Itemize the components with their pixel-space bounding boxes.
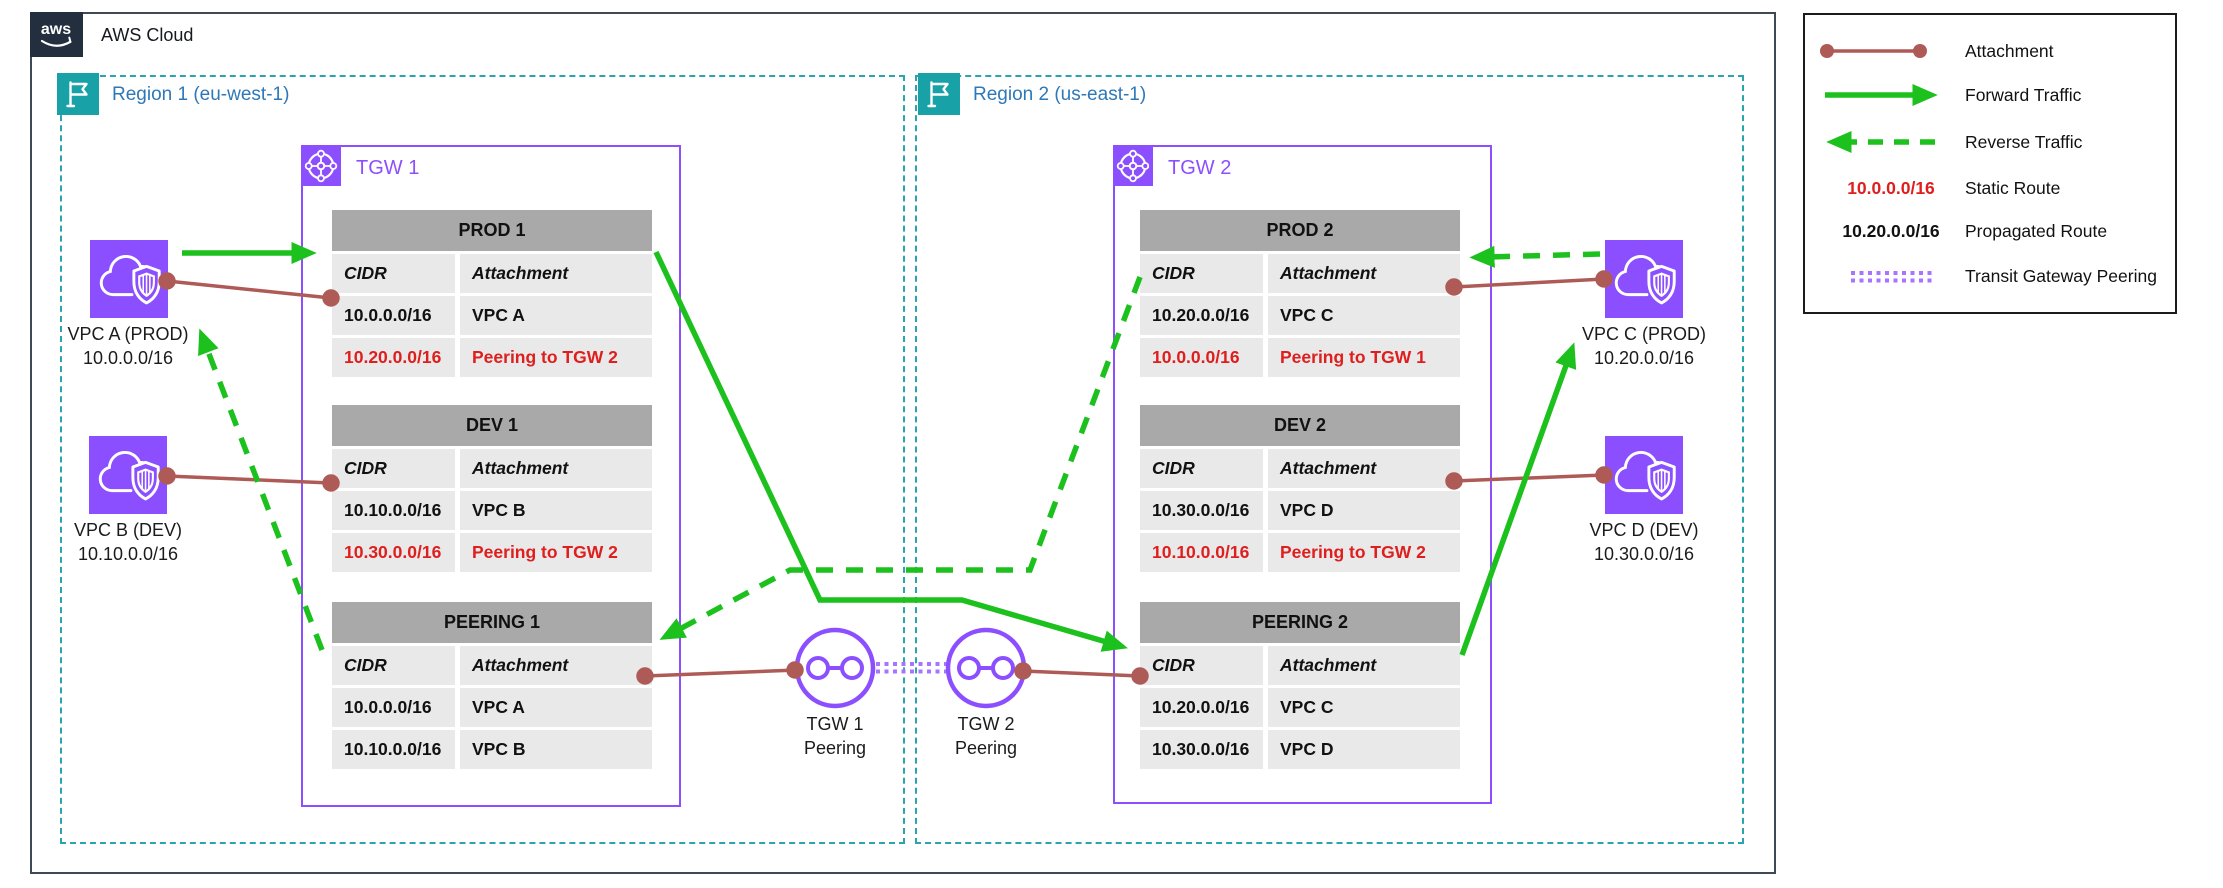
legend-row-reverse: Reverse Traffic (1817, 117, 2175, 167)
route-table-dev-2: DEV 2 CIDR Attachment 10.30.0.0/16 VPC D… (1140, 405, 1460, 572)
cell-cidr-static: 10.10.0.0/16 (1140, 533, 1263, 572)
col-header-attachment: Attachment (460, 449, 652, 488)
tgw-peering-dotted-icon (1817, 261, 1965, 291)
region-2-label: Region 2 (us-east-1) (973, 84, 1147, 105)
tgw-2-label: TGW 2 (1168, 157, 1232, 179)
cell-attachment: VPC D (1268, 491, 1460, 530)
region-1-label: Region 1 (eu-west-1) (112, 84, 290, 105)
cell-cidr: 10.0.0.0/16 (332, 688, 455, 727)
aws-cloud-title: AWS Cloud (101, 25, 194, 45)
reverse-arrow-icon (1817, 127, 1965, 157)
cell-cidr: 10.20.0.0/16 (1140, 296, 1263, 335)
legend-row-attachment: Attachment (1817, 29, 2175, 73)
cell-cidr-static: 10.30.0.0/16 (332, 533, 455, 572)
col-header-cidr: CIDR (1140, 254, 1263, 293)
aws-cloud-box (30, 12, 1776, 874)
route-table-prod-2: PROD 2 CIDR Attachment 10.20.0.0/16 VPC … (1140, 210, 1460, 377)
cell-attachment: VPC A (460, 296, 652, 335)
cell-attachment-static: Peering to TGW 2 (460, 533, 652, 572)
col-header-attachment: Attachment (1268, 646, 1460, 685)
vpc-d-label: VPC D (DEV) 10.30.0.0/16 (1589, 520, 1699, 564)
cell-cidr: 10.0.0.0/16 (332, 296, 455, 335)
route-table-dev-1: DEV 1 CIDR Attachment 10.10.0.0/16 VPC B… (332, 405, 652, 572)
transit-gateway-icon (301, 146, 341, 186)
col-header-attachment: Attachment (1268, 254, 1460, 293)
tgw-2-peering-label: TGW 2 Peering (954, 714, 1018, 758)
cell-attachment: VPC B (460, 491, 652, 530)
transit-gateway-icon (1113, 146, 1153, 186)
forward-arrow-icon (1817, 80, 1965, 110)
tgw-1-peering-label: TGW 1 Peering (803, 714, 867, 758)
tgw-2-peering-icon (944, 626, 1028, 710)
route-table-peering-2: PEERING 2 CIDR Attachment 10.20.0.0/16 V… (1140, 602, 1460, 769)
legend-row-tgw-peering: Transit Gateway Peering (1817, 253, 2175, 299)
vpc-d-icon (1605, 436, 1683, 514)
tgw-1-label: TGW 1 (356, 157, 420, 179)
col-header-attachment: Attachment (460, 254, 652, 293)
table-title: PEERING 2 (1140, 602, 1460, 643)
col-header-cidr: CIDR (1140, 646, 1263, 685)
col-header-cidr: CIDR (332, 449, 455, 488)
cell-attachment: VPC D (1268, 730, 1460, 769)
col-header-cidr: CIDR (332, 646, 455, 685)
aws-logo-icon: aws (30, 12, 83, 57)
cell-cidr-static: 10.20.0.0/16 (332, 338, 455, 377)
route-table-peering-1: PEERING 1 CIDR Attachment 10.0.0.0/16 VP… (332, 602, 652, 769)
vpc-b-icon (89, 436, 167, 514)
vpc-b-label: VPC B (DEV) 10.10.0.0/16 (73, 520, 183, 564)
table-title: PROD 1 (332, 210, 652, 251)
table-title: DEV 1 (332, 405, 652, 446)
legend-box: Attachment Forward Traffic Reverse Traff… (1803, 13, 2177, 314)
static-route-sample: 10.0.0.0/16 (1847, 177, 1935, 198)
cell-attachment-static: Peering to TGW 2 (1268, 533, 1460, 572)
cell-cidr: 10.10.0.0/16 (332, 491, 455, 530)
cell-attachment-static: Peering to TGW 2 (460, 338, 652, 377)
vpc-a-icon (90, 240, 168, 318)
col-header-attachment: Attachment (1268, 449, 1460, 488)
cell-attachment: VPC B (460, 730, 652, 769)
vpc-c-icon (1605, 240, 1683, 318)
cell-cidr-static: 10.0.0.0/16 (1140, 338, 1263, 377)
cell-cidr: 10.20.0.0/16 (1140, 688, 1263, 727)
legend-row-propagated-route: 10.20.0.0/16 Propagated Route (1817, 209, 2175, 253)
region-flag-icon (57, 73, 99, 115)
propagated-route-sample: 10.20.0.0/16 (1842, 220, 1940, 241)
region-flag-icon (918, 73, 960, 115)
cell-attachment-static: Peering to TGW 1 (1268, 338, 1460, 377)
vpc-c-label: VPC C (PROD) 10.20.0.0/16 (1581, 324, 1706, 368)
cell-attachment: VPC C (1268, 296, 1460, 335)
legend-row-forward: Forward Traffic (1817, 73, 2175, 117)
col-header-cidr: CIDR (332, 254, 455, 293)
cell-cidr: 10.30.0.0/16 (1140, 491, 1263, 530)
svg-text:aws: aws (41, 21, 71, 38)
col-header-attachment: Attachment (460, 646, 652, 685)
cell-cidr: 10.10.0.0/16 (332, 730, 455, 769)
table-title: DEV 2 (1140, 405, 1460, 446)
cell-attachment: VPC C (1268, 688, 1460, 727)
col-header-cidr: CIDR (1140, 449, 1263, 488)
legend-row-static-route: 10.0.0.0/16 Static Route (1817, 167, 2175, 209)
tgw-1-peering-icon (793, 626, 877, 710)
cell-attachment: VPC A (460, 688, 652, 727)
table-title: PROD 2 (1140, 210, 1460, 251)
cell-cidr: 10.30.0.0/16 (1140, 730, 1263, 769)
attachment-line-icon (1817, 36, 1965, 66)
route-table-prod-1: PROD 1 CIDR Attachment 10.0.0.0/16 VPC A… (332, 210, 652, 377)
vpc-a-label: VPC A (PROD) 10.0.0.0/16 (67, 324, 189, 368)
table-title: PEERING 1 (332, 602, 652, 643)
